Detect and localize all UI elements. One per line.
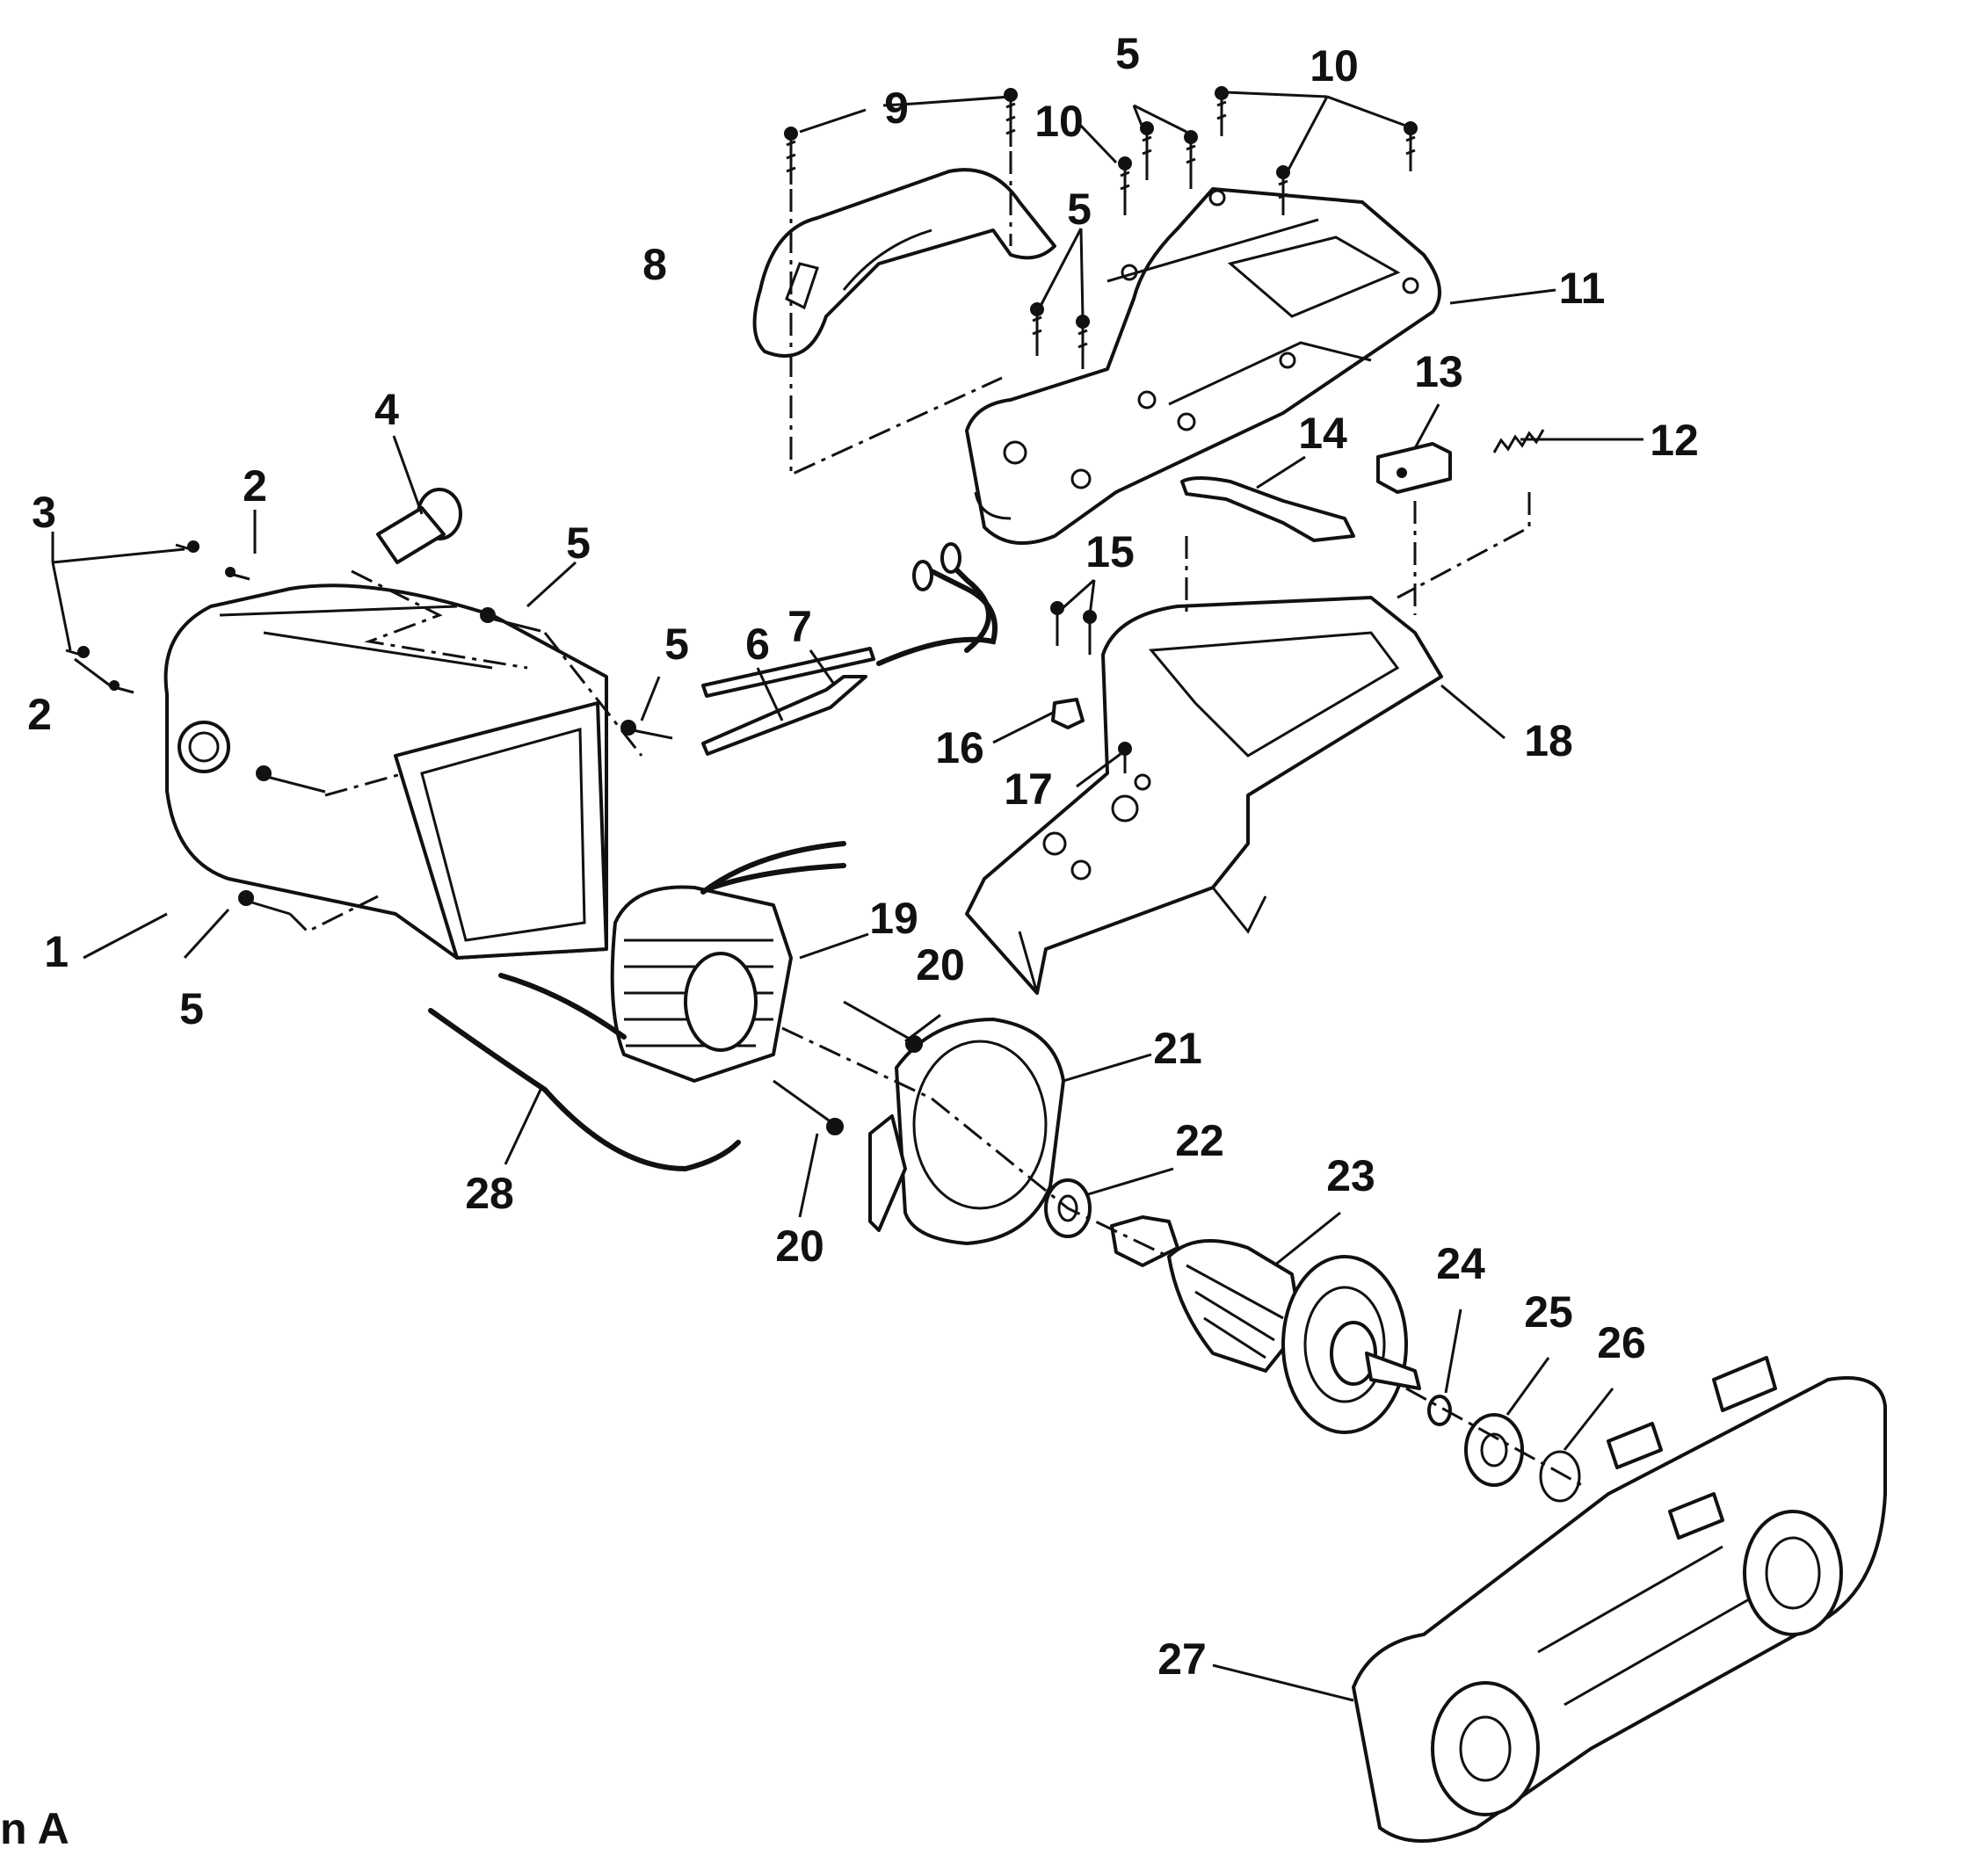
callout-5-housing-top: 5 <box>566 518 591 568</box>
part-11-upper-housing <box>965 187 1441 545</box>
callout-5-middle: 5 <box>1067 185 1092 234</box>
part-16-cord-clamp <box>1051 698 1085 729</box>
part-26-o-ring <box>1539 1450 1581 1503</box>
callout-19: 19 <box>869 894 918 943</box>
leader-lines <box>51 91 1643 1702</box>
callout-8: 8 <box>642 240 667 289</box>
callout-24: 24 <box>1436 1239 1485 1288</box>
callout-1: 1 <box>44 927 69 976</box>
callout-2-left: 2 <box>27 690 52 739</box>
part-25-bearing <box>1464 1413 1524 1487</box>
callout-21: 21 <box>1153 1024 1202 1073</box>
part-14-trigger <box>1180 476 1355 542</box>
callout-labels: 1 2 2 3 4 5 5 5 5 5 6 7 8 9 10 10 11 12 … <box>0 29 1699 1853</box>
part-23-armature <box>1110 1215 1421 1434</box>
callout-7: 7 <box>787 602 812 651</box>
callout-2-top: 2 <box>243 461 267 511</box>
screws <box>65 86 1418 1135</box>
callout-25: 25 <box>1524 1287 1573 1337</box>
callout-16: 16 <box>935 723 984 772</box>
callout-26: 26 <box>1597 1318 1646 1367</box>
callout-23: 23 <box>1326 1151 1375 1200</box>
callout-11: 11 <box>1559 264 1606 313</box>
callout-5-housing-right: 5 <box>664 620 689 669</box>
callout-20-bottom: 20 <box>775 1221 824 1271</box>
assembly-lines <box>288 151 1583 1487</box>
part-6-7-power-cord <box>701 542 998 756</box>
part-12-spring <box>1492 429 1545 453</box>
callout-4: 4 <box>374 385 399 434</box>
callout-27: 27 <box>1157 1634 1207 1684</box>
callout-12: 12 <box>1650 416 1699 465</box>
callout-5-top: 5 <box>1115 29 1140 78</box>
part-18-lower-base <box>965 596 1443 995</box>
callout-15: 15 <box>1085 527 1135 576</box>
callout-10-right: 10 <box>1310 41 1359 91</box>
part-4-knob <box>376 488 462 564</box>
part-21-baffle <box>868 1018 1065 1245</box>
callout-22: 22 <box>1175 1116 1224 1165</box>
part-19-field-stator <box>498 841 846 1083</box>
part-28-lead-wire <box>428 1008 741 1172</box>
callout-6: 6 <box>745 620 770 669</box>
part-8-handle <box>752 168 1056 358</box>
callout-20-top: 20 <box>916 940 965 989</box>
callout-17: 17 <box>1004 765 1053 814</box>
figure-label: n A <box>0 1804 69 1853</box>
part-27-gear-case <box>1352 1356 1887 1843</box>
callout-5-housing-bottom: 5 <box>179 984 204 1033</box>
callout-28: 28 <box>465 1169 514 1218</box>
callout-9: 9 <box>884 83 909 133</box>
callout-3: 3 <box>32 488 56 537</box>
callout-14: 14 <box>1298 409 1347 458</box>
part-13-switch <box>1376 442 1452 494</box>
part-1-motor-housing <box>163 583 608 960</box>
callout-13: 13 <box>1414 347 1463 396</box>
callout-10-left: 10 <box>1034 97 1084 146</box>
callout-18: 18 <box>1524 716 1573 765</box>
